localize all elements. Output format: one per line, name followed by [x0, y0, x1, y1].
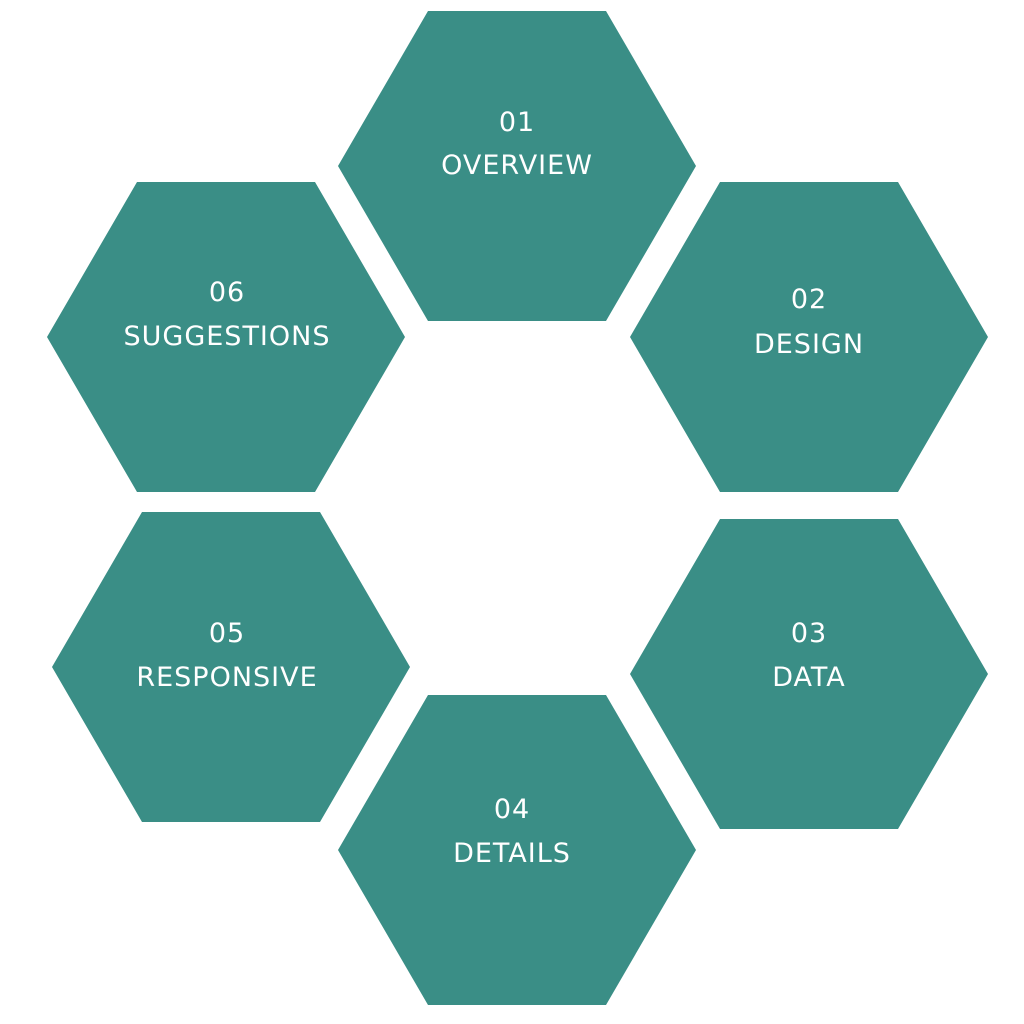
hexagon-06-shape: [47, 182, 405, 492]
hexagon-02[interactable]: 02 DESIGN: [630, 182, 988, 492]
hexagon-01-number: 01: [499, 107, 535, 138]
hexagon-04[interactable]: 04 DETAILS: [338, 695, 696, 1005]
hexagon-03-label: DATA: [772, 662, 846, 693]
hexagon-01[interactable]: 01 OVERVIEW: [338, 11, 696, 321]
hexagon-05-number: 05: [209, 618, 245, 649]
hexagon-05-label: RESPONSIVE: [136, 662, 317, 693]
hexagon-06-label: SUGGESTIONS: [124, 321, 331, 352]
hexagon-06[interactable]: 06 SUGGESTIONS: [47, 182, 405, 492]
hexagon-05-shape: [52, 512, 410, 822]
hexagon-03[interactable]: 03 DATA: [630, 519, 988, 829]
hexagon-06-number: 06: [209, 277, 245, 308]
hexagon-03-number: 03: [791, 618, 827, 649]
hexagon-02-label: DESIGN: [754, 329, 864, 360]
hexagon-01-shape: [338, 11, 696, 321]
hexagon-02-number: 02: [791, 284, 827, 315]
hexagon-04-label: DETAILS: [453, 838, 571, 869]
hexagon-04-shape: [338, 695, 696, 1005]
hexagon-02-shape: [630, 182, 988, 492]
hexagon-05[interactable]: 05 RESPONSIVE: [52, 512, 410, 822]
hexagon-01-label: OVERVIEW: [441, 150, 593, 181]
hexagon-03-shape: [630, 519, 988, 829]
hexagon-04-number: 04: [494, 794, 530, 825]
